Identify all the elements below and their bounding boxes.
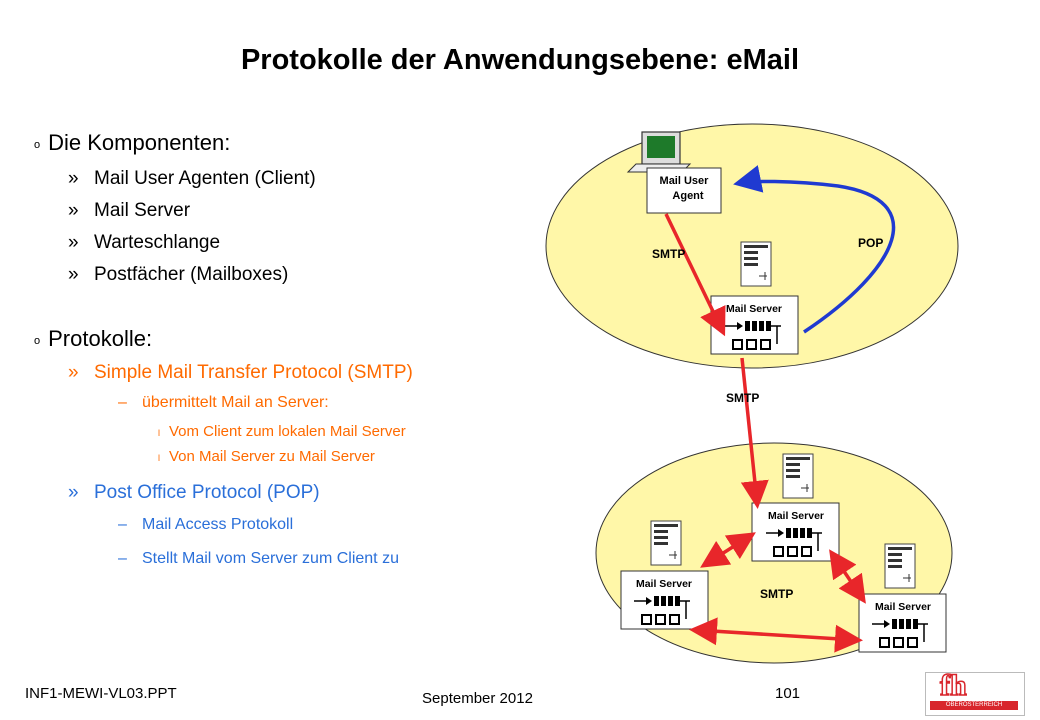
komponenten-heading: Die Komponenten: bbox=[48, 130, 231, 155]
smtp-label: SMTP bbox=[652, 247, 685, 261]
smtp-item: »Simple Mail Transfer Protocol (SMTP) bbox=[68, 362, 413, 383]
smtp-label: SMTP bbox=[726, 391, 759, 405]
bullet-marker: o bbox=[34, 335, 41, 347]
list-item: »Mail User Agenten (Client) bbox=[68, 168, 316, 189]
fh-logo: fh OBERÖSTERREICH bbox=[925, 668, 1025, 716]
agent-label: Agent bbox=[672, 190, 704, 202]
smtp-arrow-server-server bbox=[700, 532, 756, 568]
pop-sub-item: –Mail Access Protokoll bbox=[118, 516, 294, 533]
footer-date: September 2012 bbox=[422, 690, 533, 707]
pop-item: »Post Office Protocol (POP) bbox=[68, 482, 320, 503]
list-item: »Mail Server bbox=[68, 200, 191, 221]
pop-sub-item: –Stellt Mail vom Server zum Client zu bbox=[118, 550, 399, 567]
smtp-arrow-server-server bbox=[740, 357, 769, 509]
smtp-arrow-server-server bbox=[829, 549, 866, 604]
fh-logo-mark: fh bbox=[939, 668, 967, 703]
server-tower-icon bbox=[884, 543, 916, 589]
footer-page-number: 101 bbox=[775, 685, 801, 702]
server-tower-icon bbox=[740, 241, 772, 287]
bullet-komponenten: o Die Komponenten: bbox=[34, 130, 230, 156]
server-label: Mail Server bbox=[875, 601, 931, 613]
pop-label: POP bbox=[858, 236, 883, 250]
smtp-label: SMTP bbox=[760, 587, 793, 601]
slide-title: Protokolle der Anwendungsebene: eMail bbox=[240, 44, 800, 76]
server-label: Mail Server bbox=[726, 303, 782, 315]
server-label: Mail Server bbox=[636, 578, 692, 590]
server-tower-icon bbox=[782, 453, 814, 499]
smtp-sub-item: –übermittelt Mail an Server: bbox=[118, 394, 329, 411]
server-tower-icon bbox=[650, 520, 682, 566]
server-label: Mail Server bbox=[768, 510, 824, 522]
agent-label: Mail User bbox=[660, 175, 710, 187]
fh-logo-subtitle: OBERÖSTERREICH bbox=[930, 701, 1018, 710]
list-item: »Warteschlange bbox=[68, 232, 221, 253]
mail-user-agent-box bbox=[646, 167, 722, 214]
bullet-marker: o bbox=[34, 139, 41, 151]
bullet-protokolle: o Protokolle: bbox=[34, 326, 152, 352]
list-item: »Postfächer (Mailboxes) bbox=[68, 264, 289, 285]
footer-filename: INF1-MEWI-VL03.PPT bbox=[25, 685, 177, 702]
protokolle-heading: Protokolle: bbox=[48, 326, 153, 351]
pop-arrow bbox=[733, 165, 896, 334]
smtp-arrow-server-server bbox=[689, 617, 863, 653]
smtp-arrow-client-server bbox=[664, 213, 726, 337]
